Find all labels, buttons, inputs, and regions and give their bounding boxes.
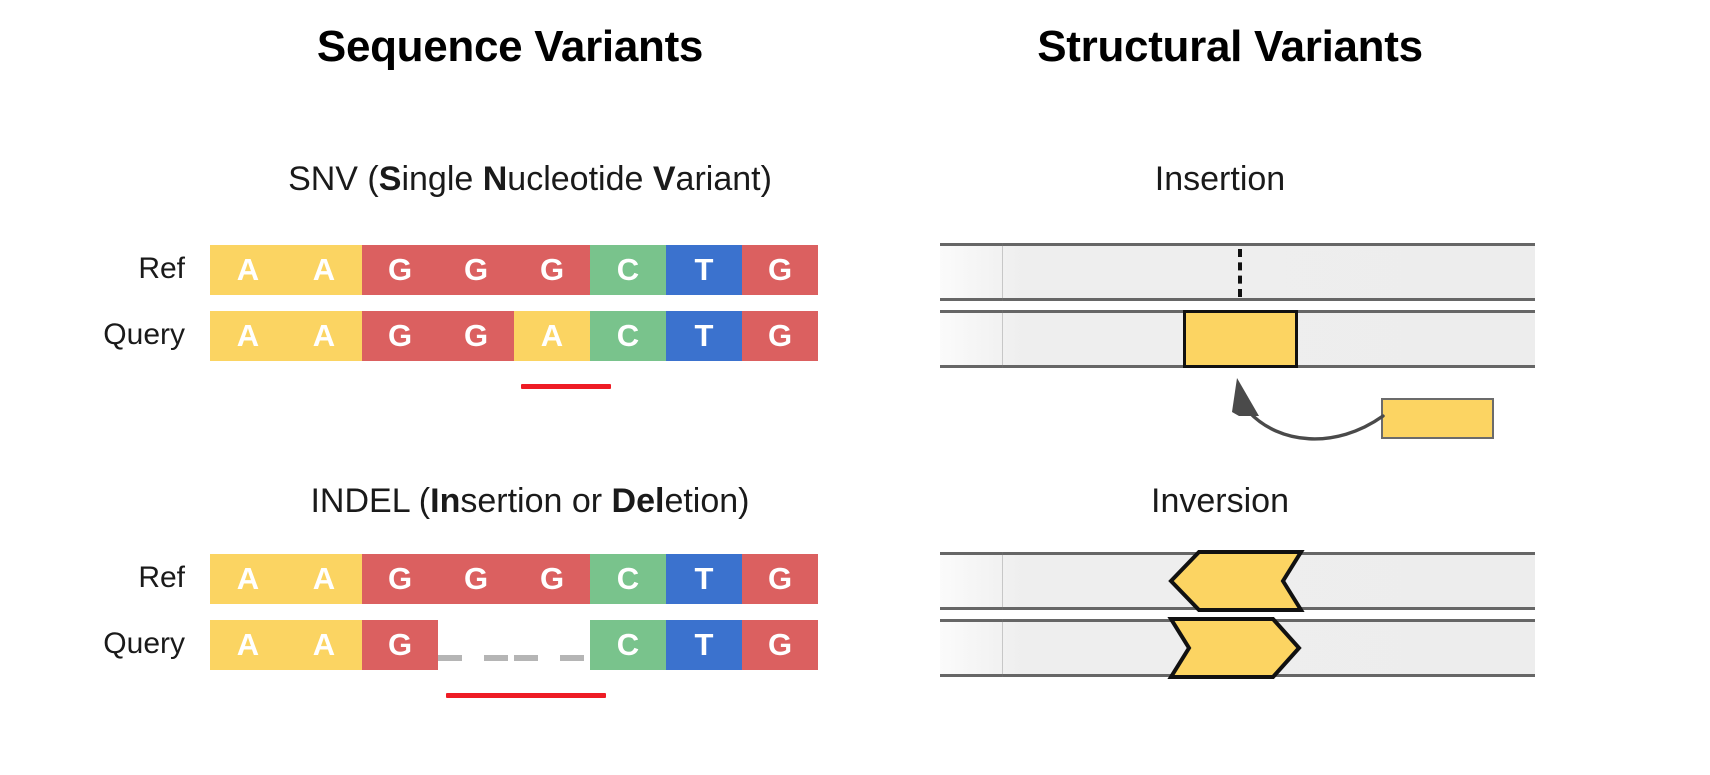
indel-ref-base-3: G: [438, 554, 514, 604]
insertion-query-tick: [1002, 310, 1003, 368]
insertion-ref-tick: [1002, 243, 1003, 301]
snv-ref-base-1: A: [286, 245, 362, 295]
indel-ref-base-2: G: [362, 554, 438, 604]
snv-query-label: Query: [103, 318, 185, 351]
insertion-breakpoint-dashed-marker: [1238, 249, 1242, 297]
indel-ref-base-7: G: [742, 554, 818, 604]
inversion-ref-tick: [1002, 552, 1003, 610]
indel-query-gap-4: [514, 620, 590, 670]
indel-variant-underline: [446, 693, 606, 698]
subtitle-snv-bold-v: V: [652, 160, 676, 198]
subtitle-indel-part-2: sertion or: [460, 482, 612, 520]
subtitle-insertion: Insertion: [1154, 160, 1286, 198]
snv-query-base-6: T: [666, 311, 742, 361]
inversion-query-right-arrow-icon: [1167, 617, 1302, 679]
subtitle-snv-bold-n: N: [482, 160, 508, 198]
snv-ref-label: Ref: [138, 252, 185, 285]
subtitle-indel-part-3: etion): [664, 482, 750, 520]
subtitle-snv-bold-s: S: [378, 160, 402, 198]
subtitle-indel-bold-del: Del: [611, 482, 665, 520]
inversion-query-tick: [1002, 619, 1003, 677]
indel-query-base-6: T: [666, 620, 742, 670]
indel-ref-base-5: C: [590, 554, 666, 604]
subtitle-snv: SNV (Single Nucleotide Variant): [210, 160, 850, 199]
indel-query-base-2: G: [362, 620, 438, 670]
inversion-ref-left-arrow-icon: [1168, 550, 1305, 612]
inserted-segment-box: [1183, 310, 1298, 368]
indel-ref-base-1: A: [286, 554, 362, 604]
page-title-sequence-variants: Sequence Variants: [316, 22, 704, 71]
subtitle-inversion: Inversion: [1151, 482, 1289, 520]
indel-query-base-7: G: [742, 620, 818, 670]
snv-query-base-0: A: [210, 311, 286, 361]
subtitle-indel-bold-in: In: [430, 482, 461, 520]
snv-query-base-7: G: [742, 311, 818, 361]
snv-query-base-4: A: [514, 311, 590, 361]
subtitle-snv-part-4: ariant): [675, 160, 772, 198]
snv-query-base-3: G: [438, 311, 514, 361]
snv-ref-base-0: A: [210, 245, 286, 295]
snv-ref-base-2: G: [362, 245, 438, 295]
subtitle-snv-part-2: ingle: [401, 160, 483, 198]
insertion-curved-arrow-icon: [1232, 378, 1385, 441]
indel-query-base-5: C: [590, 620, 666, 670]
snv-ref-base-3: G: [438, 245, 514, 295]
indel-query-label: Query: [103, 627, 185, 660]
indel-ref-base-6: T: [666, 554, 742, 604]
indel-query-base-1: A: [286, 620, 362, 670]
subtitle-indel: INDEL (Insertion or Deletion): [210, 482, 850, 521]
snv-ref-base-5: C: [590, 245, 666, 295]
snv-ref-base-4: G: [514, 245, 590, 295]
snv-query-base-5: C: [590, 311, 666, 361]
insertion-reference-bar: [940, 243, 1535, 301]
snv-ref-base-7: G: [742, 245, 818, 295]
indel-ref-base-4: G: [514, 554, 590, 604]
subtitle-snv-part-3: ucleotide: [507, 160, 653, 198]
indel-query-base-0: A: [210, 620, 286, 670]
snv-variant-underline: [521, 384, 611, 389]
page-title-structural-variants: Structural Variants: [1037, 22, 1423, 71]
subtitle-indel-part-1: INDEL (: [310, 482, 431, 520]
snv-query-base-2: G: [362, 311, 438, 361]
subtitle-snv-part-1: SNV (: [288, 160, 379, 198]
snv-ref-base-6: T: [666, 245, 742, 295]
indel-query-gap-3: [438, 620, 514, 670]
snv-query-base-1: A: [286, 311, 362, 361]
indel-ref-label: Ref: [138, 561, 185, 594]
donor-segment-box: [1381, 398, 1494, 439]
indel-ref-base-0: A: [210, 554, 286, 604]
